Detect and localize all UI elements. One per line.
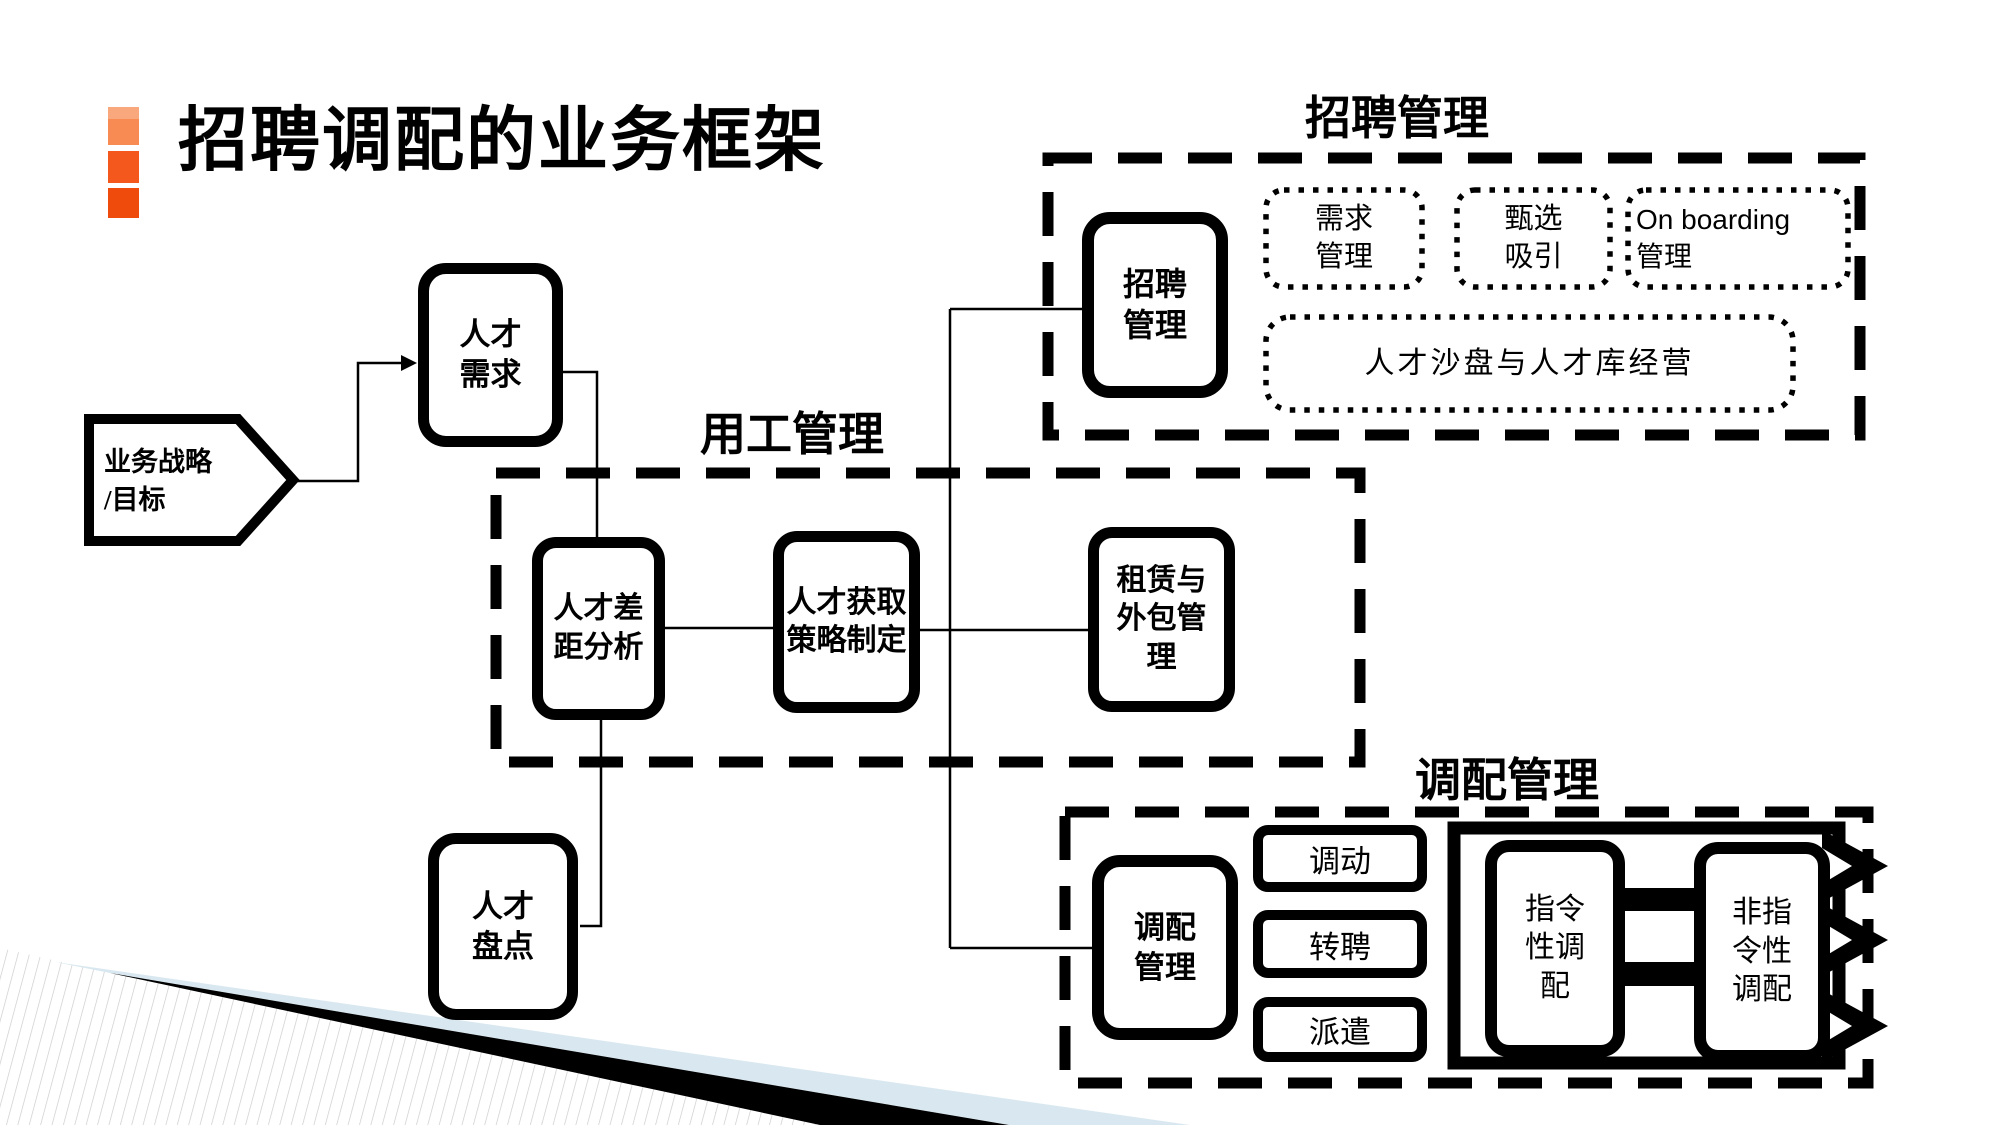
title-bullet-3 xyxy=(108,188,139,218)
title-bullet-2 xyxy=(108,151,139,183)
arrow-chevron-2 xyxy=(1822,904,1888,976)
arrowhead-into-demand xyxy=(401,355,417,371)
onboarding-dotted-frame xyxy=(1625,187,1851,290)
node-gap-analysis: 人才差 距分析 xyxy=(532,537,665,720)
employment-section-title: 用工管理 xyxy=(700,409,884,460)
recruitment-section-frame xyxy=(1042,152,1866,441)
connector-gap-to-inventory xyxy=(580,718,603,928)
item-dispatch: 派遣 xyxy=(1253,997,1427,1062)
item-onboarding: On boarding 管理 xyxy=(1636,204,1791,272)
connector-strategy-to-demand xyxy=(293,361,403,483)
demand-mgmt-dotted-frame xyxy=(1263,187,1425,290)
banner-talent-pool: 人才沙盘与人才库经营 xyxy=(1364,347,1695,380)
item-transfer: 调动 xyxy=(1253,825,1427,892)
node-leasing-outsourcing: 租赁与 外包管 理 xyxy=(1088,527,1235,712)
deployment-link-bar-bottom xyxy=(1620,962,1700,986)
arrow-chevron-3 xyxy=(1822,990,1888,1062)
node-directive-deployment: 指令 性调 配 xyxy=(1485,840,1625,1057)
item-demand-mgmt: 需求 管理 xyxy=(1314,202,1373,273)
title-bullet-1 xyxy=(108,107,139,145)
node-acquisition-strategy: 人才获取 策略制定 xyxy=(773,531,920,713)
strategy-pentagon-shape xyxy=(84,414,300,546)
node-talent-inventory: 人才 盘点 xyxy=(428,833,578,1020)
black-wedge-decoration xyxy=(110,973,1009,1125)
hatch-wedge-decoration xyxy=(0,948,870,1125)
arrow-chevron-1 xyxy=(1822,830,1888,902)
strategy-pentagon-label: 业务战略 /目标 xyxy=(104,447,212,515)
selection-dotted-frame xyxy=(1454,187,1613,290)
deployment-link-bar-top xyxy=(1620,888,1700,911)
node-deployment-core: 调配 管理 xyxy=(1092,855,1238,1040)
deployment-output-arrows xyxy=(1822,830,1888,1062)
recruitment-section-title: 招聘管理 xyxy=(1305,93,1489,144)
slide-title: 招聘调配的业务框架 xyxy=(178,103,826,180)
deployment-section-title: 调配管理 xyxy=(1415,755,1599,806)
node-recruitment-core: 招聘 管理 xyxy=(1082,212,1228,398)
employment-section-frame xyxy=(490,467,1366,768)
item-selection-attraction: 甄选 吸引 xyxy=(1504,202,1563,273)
node-non-directive-deployment: 非指 令性 调配 xyxy=(1694,842,1830,1062)
connector-demand-to-gap xyxy=(563,370,599,540)
blue-wedge-decoration xyxy=(55,962,1190,1125)
talent-pool-dotted-frame xyxy=(1263,314,1796,413)
connector-lines xyxy=(293,307,1092,950)
item-rehire: 转聘 xyxy=(1253,910,1427,978)
node-talent-demand: 人才 需求 xyxy=(418,263,563,447)
